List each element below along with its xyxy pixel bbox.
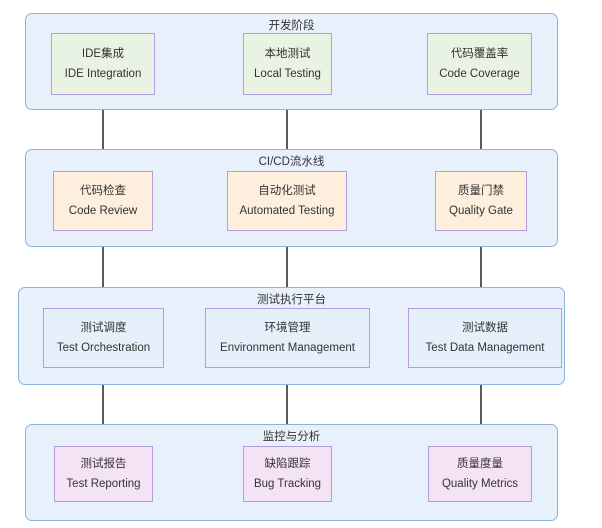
node-label-en: Code Review xyxy=(68,204,138,217)
node-label-en: Code Coverage xyxy=(439,67,520,80)
node-environment-management[interactable]: 环境管理 Environment Management xyxy=(205,308,370,368)
node-test-data-management[interactable]: 测试数据 Test Data Management xyxy=(408,308,562,368)
node-label-cn: 代码检查 xyxy=(80,185,126,198)
node-label-cn: 缺陷跟踪 xyxy=(264,458,311,471)
node-label-cn: 质量度量 xyxy=(457,458,503,471)
node-quality-metrics[interactable]: 质量度量 Quality Metrics xyxy=(428,446,532,502)
node-bug-tracking[interactable]: 缺陷跟踪 Bug Tracking xyxy=(243,446,332,502)
node-label-cn: 质量门禁 xyxy=(458,185,504,198)
node-label-en: Environment Management xyxy=(220,341,355,354)
node-ide-integration[interactable]: IDE集成 IDE Integration xyxy=(51,33,155,95)
node-label-en: Quality Metrics xyxy=(441,477,519,490)
node-test-reporting[interactable]: 测试报告 Test Reporting xyxy=(54,446,153,502)
node-label-en: Test Reporting xyxy=(66,477,141,490)
node-local-testing[interactable]: 本地测试 Local Testing xyxy=(243,33,332,95)
node-automated-testing[interactable]: 自动化测试 Automated Testing xyxy=(227,171,347,231)
node-label-cn: 自动化测试 xyxy=(258,185,316,198)
node-label-cn: 测试数据 xyxy=(462,322,508,335)
node-label-en: Quality Gate xyxy=(449,204,513,217)
node-label-cn: IDE集成 xyxy=(81,48,125,61)
node-label-cn: 本地测试 xyxy=(264,48,311,61)
node-code-review[interactable]: 代码检查 Code Review xyxy=(53,171,153,231)
cluster-title-test-execution-platform: 测试执行平台 xyxy=(257,294,326,306)
cluster-title-monitoring-analysis: 监控与分析 xyxy=(262,431,321,443)
node-label-en: Local Testing xyxy=(254,67,321,80)
node-label-cn: 环境管理 xyxy=(264,322,311,335)
node-label-cn: 测试调度 xyxy=(80,322,127,335)
node-quality-gate[interactable]: 质量门禁 Quality Gate xyxy=(435,171,527,231)
node-label-cn: 测试报告 xyxy=(80,458,127,471)
node-label-en: Test Orchestration xyxy=(56,341,151,354)
node-label-en: Test Data Management xyxy=(425,341,545,354)
node-label-en: Automated Testing xyxy=(239,204,335,217)
node-label-cn: 代码覆盖率 xyxy=(450,48,509,61)
cluster-title-dev-stage: 开发阶段 xyxy=(268,20,315,32)
cluster-title-cicd-pipeline: CI/CD流水线 xyxy=(258,156,325,168)
node-code-coverage[interactable]: 代码覆盖率 Code Coverage xyxy=(427,33,532,95)
node-test-orchestration[interactable]: 测试调度 Test Orchestration xyxy=(43,308,164,368)
node-label-en: Bug Tracking xyxy=(253,477,322,490)
node-label-en: IDE Integration xyxy=(64,67,142,80)
